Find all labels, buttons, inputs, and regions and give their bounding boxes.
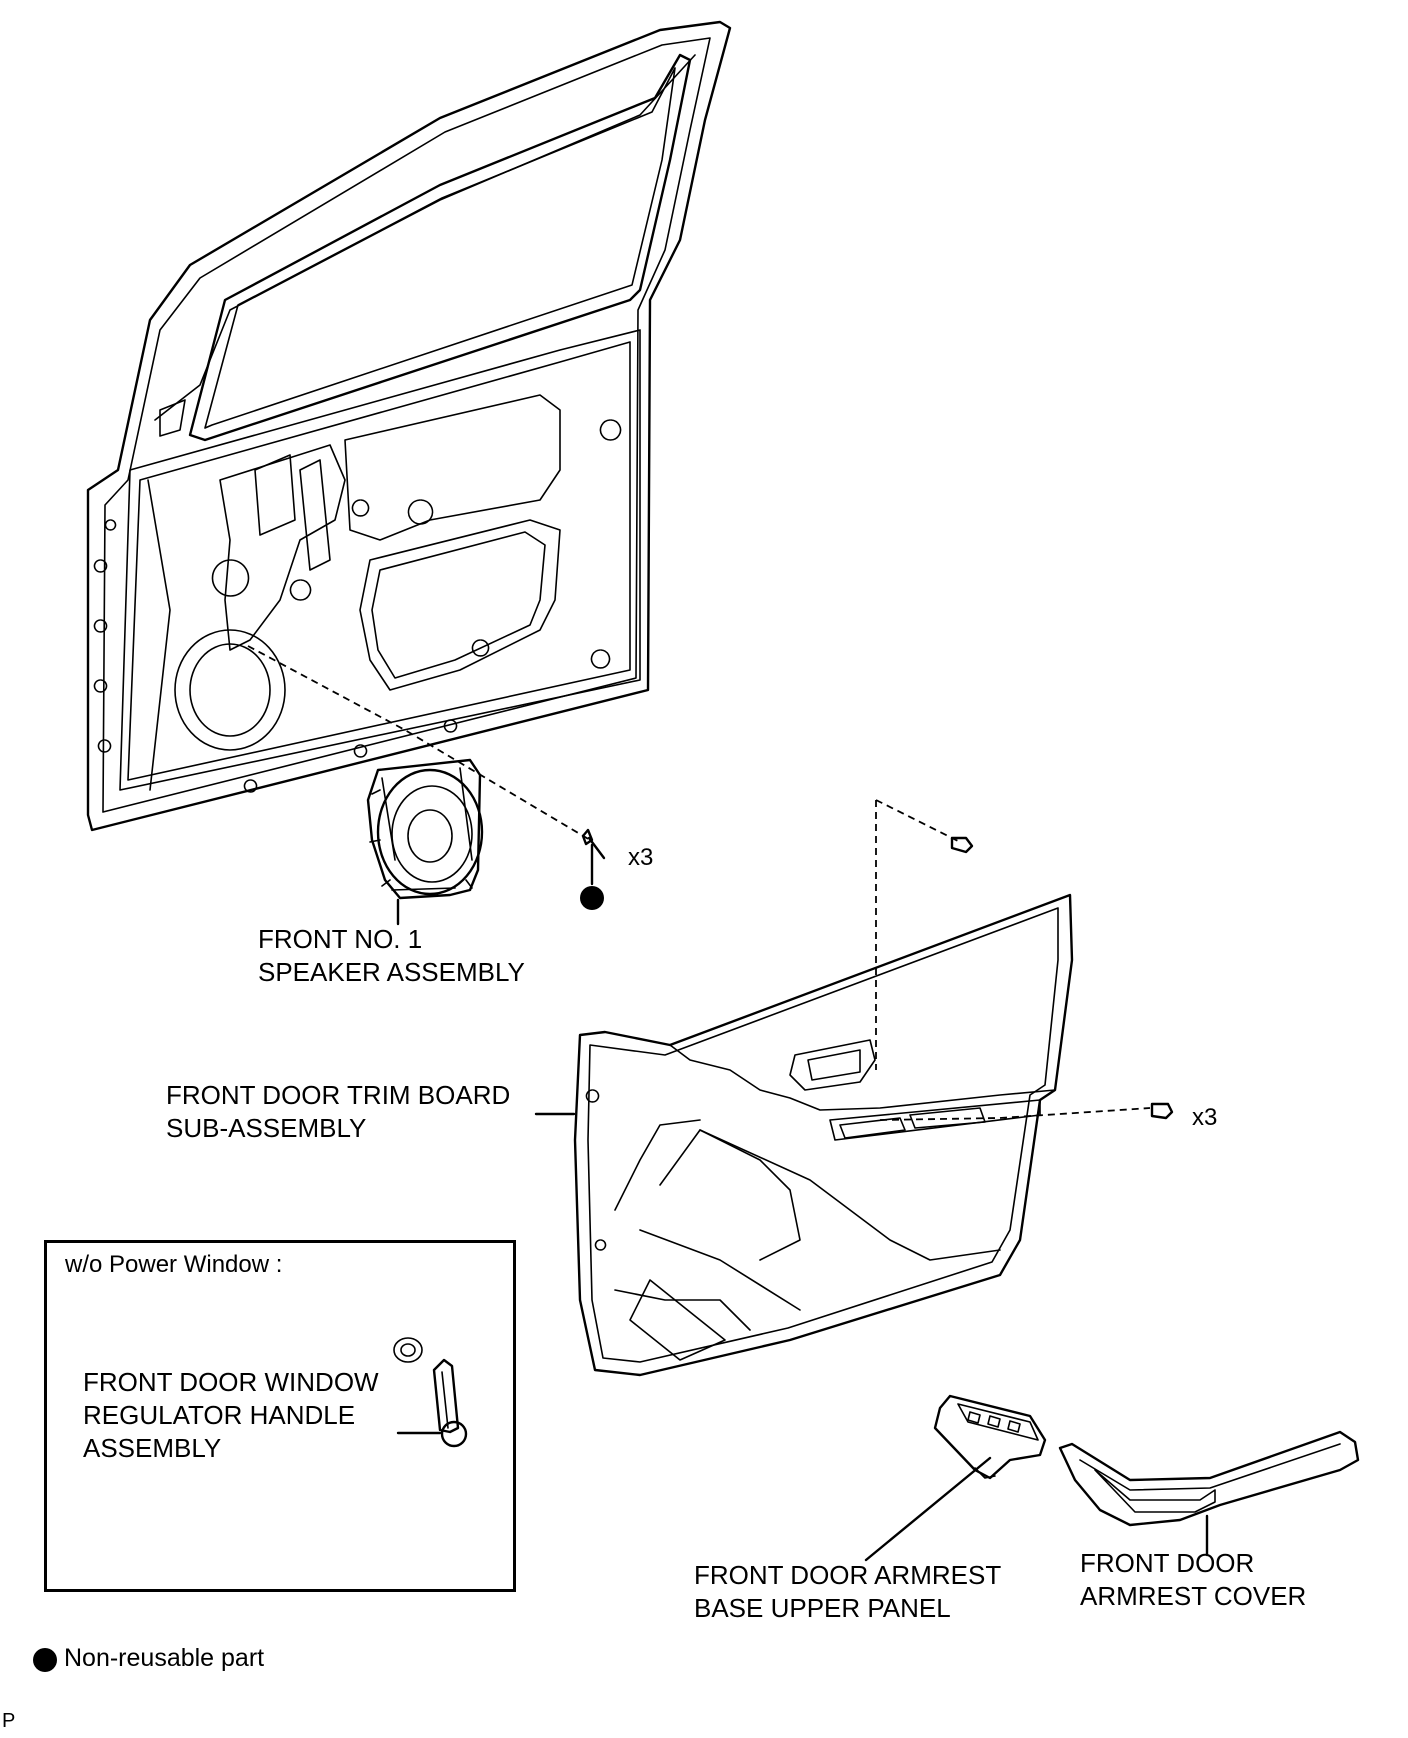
non-reusable-dot	[580, 886, 604, 910]
handle-label: FRONT DOOR WINDOW REGULATOR HANDLE ASSEM…	[83, 1366, 379, 1465]
front-door-trim-board	[573, 893, 1074, 1377]
trim-screw-quantity: x3	[1192, 1104, 1218, 1131]
window-regulator-handle	[393, 1337, 468, 1448]
speaker-label-line1: FRONT NO. 1	[258, 924, 423, 954]
trim-screw	[1150, 1102, 1174, 1120]
speaker-screw	[581, 828, 606, 860]
armrest-panel-label-line2: BASE UPPER PANEL	[694, 1593, 951, 1623]
trim-board-label-line2: SUB-ASSEMBLY	[166, 1113, 367, 1143]
legend-non-reusable-label: Non-reusable part	[64, 1644, 265, 1672]
armrest-panel-label: FRONT DOOR ARMREST BASE UPPER PANEL	[694, 1559, 1001, 1625]
speaker-label-line2: SPEAKER ASSEMBLY	[258, 957, 525, 987]
armrest-cover-label-line1: FRONT DOOR	[1080, 1548, 1255, 1578]
handle-label-line3: ASSEMBLY	[83, 1433, 222, 1463]
armrest-cover-label: FRONT DOOR ARMREST COVER	[1080, 1547, 1306, 1613]
armrest-panel-label-line1: FRONT DOOR ARMREST	[694, 1560, 1002, 1590]
handle-label-line2: REGULATOR HANDLE	[83, 1400, 356, 1430]
handle-label-line1: FRONT DOOR WINDOW	[83, 1367, 379, 1397]
front-door-armrest-cover	[1058, 1430, 1360, 1527]
front-door-armrest-base-upper-panel	[933, 1394, 1047, 1480]
armrest-cover-label-line2: ARMREST COVER	[1080, 1581, 1307, 1611]
inset-title: w/o Power Window :	[65, 1251, 283, 1278]
trim-board-label: FRONT DOOR TRIM BOARD SUB-ASSEMBLY	[166, 1079, 510, 1145]
legend-non-reusable-dot	[33, 1648, 57, 1672]
trim-board-label-line1: FRONT DOOR TRIM BOARD	[166, 1080, 511, 1110]
speaker-screw-quantity: x3	[628, 844, 654, 871]
inset-box-without-power-window: w/o Power Window : FRONT DOOR WINDOW REG…	[44, 1240, 516, 1592]
trim-clip	[950, 836, 974, 854]
armrest-panel-label-leader	[864, 1456, 992, 1562]
trim-screw-leader-dashed	[879, 1107, 1151, 1121]
speaker-label: FRONT NO. 1 SPEAKER ASSEMBLY	[258, 923, 525, 989]
front-door-frame	[86, 20, 732, 832]
trim-clip-leader-dashed	[875, 799, 961, 1070]
front-no-1-speaker-assembly	[366, 758, 484, 900]
corner-mark: P	[2, 1710, 16, 1732]
